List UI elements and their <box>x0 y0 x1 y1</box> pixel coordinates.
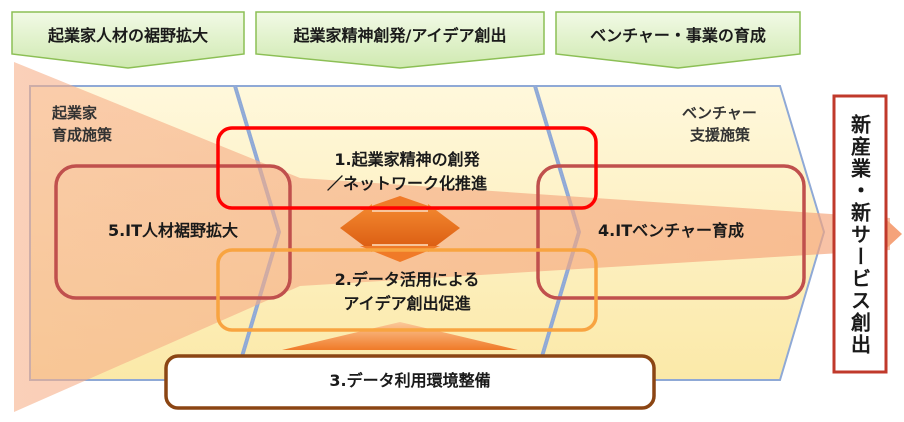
header-label-1: 起業家人材の裾野拡大 <box>47 26 208 45</box>
header-chevron-2 <box>255 11 545 69</box>
outcome-label: 新産業・新サービス創出 <box>847 114 872 356</box>
item1-box <box>216 126 598 210</box>
header-chevron-3 <box>555 11 801 69</box>
item5-box <box>54 164 292 300</box>
header-label-3: ベンチャー・事業の育成 <box>590 26 766 45</box>
flow-funnel <box>14 62 890 412</box>
left-label-line1: 起業家 <box>52 104 98 122</box>
item4-label: 4.ITベンチャー育成 <box>598 221 744 240</box>
right-label-line1: ベンチャー <box>682 104 757 122</box>
header-chevron-1 <box>11 11 245 69</box>
item4-box <box>536 164 806 300</box>
item2-box <box>216 248 598 332</box>
right-label-line2: 支援施策 <box>690 126 751 144</box>
up-arrow <box>282 322 518 350</box>
item3-label: 3.データ利用環境整備 <box>329 371 491 390</box>
outcome-box <box>832 94 888 374</box>
item1-line1: 1.起業家精神の創発 <box>334 150 480 169</box>
item1-line2: ／ネットワーク化推進 <box>326 174 487 193</box>
left-label-line2: 育成施策 <box>52 126 113 144</box>
item3-box <box>164 354 656 410</box>
item5-label: 5.IT人材裾野拡大 <box>107 221 239 240</box>
item2-line2: アイデア創出促進 <box>343 294 471 313</box>
item2-line1: 2.データ活用による <box>334 270 480 289</box>
double-arrow <box>340 204 460 252</box>
header-label-2: 起業家精神創発/アイデア創出 <box>293 26 507 45</box>
